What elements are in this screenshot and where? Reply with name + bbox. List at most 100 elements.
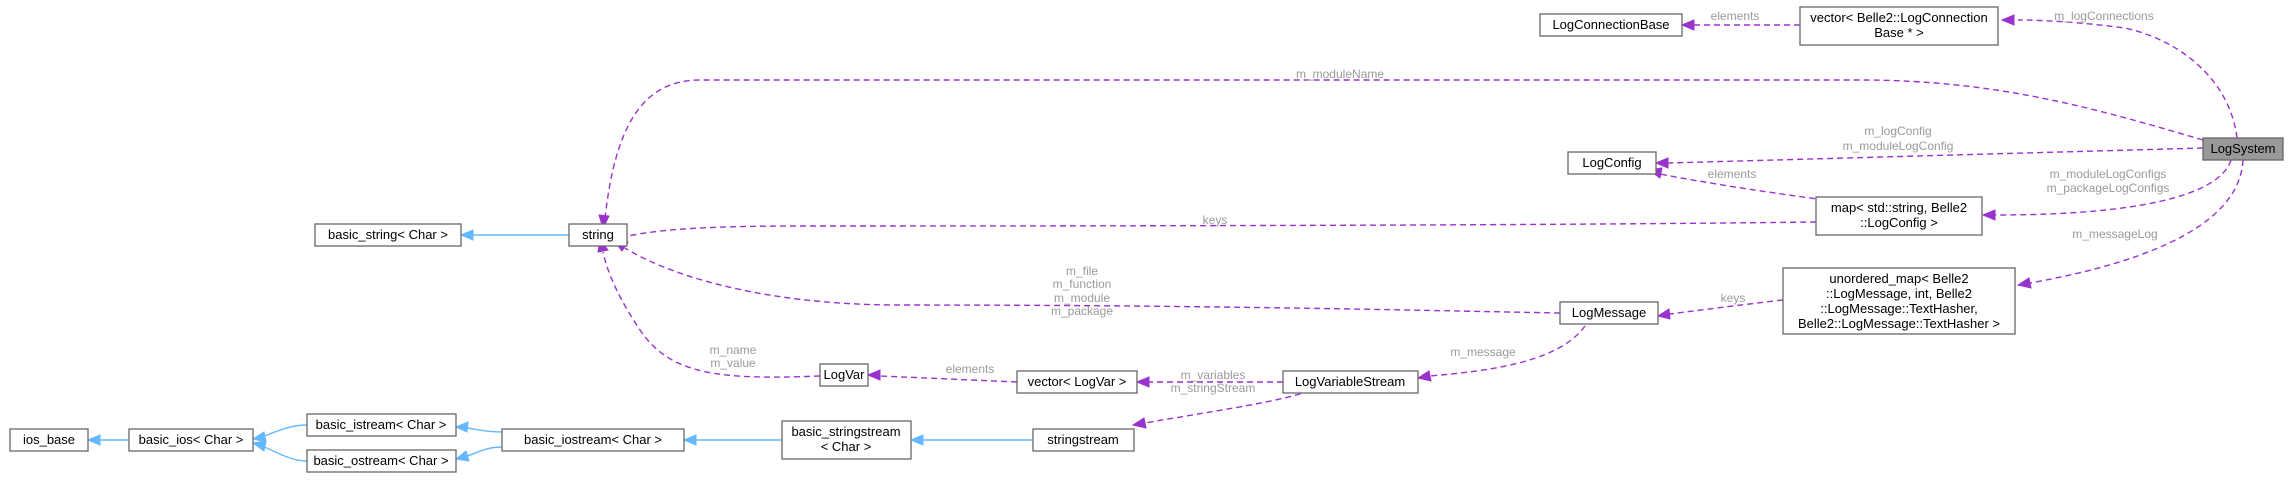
edge-label: m_stringStream [1171,381,1256,395]
edge-map-keys [619,221,1817,239]
node-label: ::LogMessage, int, Belle2 [1826,286,1972,301]
edge-vector-logvar-elements [879,375,1018,383]
node-label: ios_base [23,432,75,447]
node-label: ::LogConfig > [1860,215,1938,230]
arrowhead [1416,370,1432,382]
arrowhead [1131,417,1147,429]
edge-logmessage-string [624,247,1561,314]
node-label: LogVariableStream [1295,374,1405,389]
node-label: basic_istream< Char > [316,417,447,432]
edge-logmessage-message [1429,325,1586,377]
node-label: LogSystem [2210,141,2275,156]
node-label: basic_ios< Char > [139,432,244,447]
edge-basic-ostream-to-basic-ios [261,445,308,462]
edge-logsystem-modulelogconfigs [1994,159,2232,216]
node-label: LogConnectionBase [1552,17,1669,32]
edge-basic-istream-to-basic-ios [261,424,308,438]
edge-logsystem-modulename [604,79,2204,219]
edge-label: m_module [1054,291,1110,305]
arrowhead [1135,376,1150,388]
edge-label: m_value [710,356,756,370]
node-label: basic_string< Char > [328,227,448,242]
edge-map-elements [1659,173,1826,201]
node-stringstream[interactable]: stringstream [1032,428,1135,452]
node-basic-ios[interactable]: basic_ios< Char > [128,428,254,452]
edge-label: keys [1721,291,1746,305]
node-label: basic_ostream< Char > [313,453,448,468]
arrowhead [251,440,267,452]
node-label: vector< Belle2::LogConnection [1810,10,1987,25]
node-basic-string[interactable]: basic_string< Char > [314,223,462,247]
node-label: LogVar [824,367,866,382]
node-label: vector< LogVar > [1028,374,1127,389]
node-label: string [582,227,614,242]
edge-logsystem-messagelog [2029,159,2244,284]
node-basic-stringstream[interactable]: basic_stringstream < Char > [781,420,912,460]
node-vector-logvar[interactable]: vector< LogVar > [1016,370,1138,394]
node-logconnectionbase[interactable]: LogConnectionBase [1539,13,1683,37]
node-logvar[interactable]: LogVar [819,363,869,387]
edge-label: elements [946,362,995,376]
node-label: < Char > [821,439,872,454]
node-string[interactable]: string [568,223,628,247]
node-map-logconfig[interactable]: map< std::string, Belle2 ::LogConfig > [1815,196,1983,236]
arrowhead [1654,157,1669,169]
node-label: LogMessage [1572,305,1646,320]
node-logmessage[interactable]: LogMessage [1559,301,1659,325]
edge-label: elements [1708,167,1757,181]
edge-label: m_message [1450,345,1516,359]
node-label: basic_stringstream [791,424,900,439]
edge-label: m_moduleLogConfigs [2050,167,2167,181]
edge-logsystem-logconnections [2017,19,2238,139]
edge-label: m_logConnections [2054,9,2153,23]
node-label: ::LogMessage::TextHasher, [1820,301,1978,316]
arrowhead [454,450,470,462]
edge-label: m_file [1066,264,1098,278]
edge-label: m_packageLogConfigs [2047,181,2170,195]
edge-label: m_moduleName [1296,67,1384,81]
node-label: Belle2::LogMessage::TextHasher > [1798,316,2000,331]
edge-label: m_name [710,343,757,357]
node-logconfig[interactable]: LogConfig [1567,151,1657,175]
arrowhead [1656,308,1671,320]
edge-label: m_function [1053,277,1112,291]
node-label: unordered_map< Belle2 [1829,271,1968,286]
edge-label: m_variables [1181,368,1246,382]
node-label: Base * > [1874,25,1924,40]
arrowhead [598,214,610,230]
node-label: stringstream [1047,432,1119,447]
edge-label: elements [1711,9,1760,23]
edge-label: keys [1203,213,1228,227]
arrowhead [909,434,924,446]
node-basic-istream[interactable]: basic_istream< Char > [306,413,457,437]
node-logsystem[interactable]: LogSystem [2202,137,2284,161]
edge-label: m_messageLog [2072,227,2157,241]
arrowhead [2000,14,2015,26]
edge-label: m_moduleLogConfig [1843,139,1954,153]
arrowhead [86,434,101,446]
edge-label: m_package [1051,304,1113,318]
arrowhead [682,434,697,446]
node-basic-ostream[interactable]: basic_ostream< Char > [306,449,457,473]
arrowhead [459,229,474,241]
node-basic-iostream[interactable]: basic_iostream< Char > [501,428,685,452]
edge-basic-iostream-to-basic-ostream [466,446,503,457]
node-vector-logconnectionbase[interactable]: vector< Belle2::LogConnection Base * > [1799,6,1999,46]
node-ios-base[interactable]: ios_base [9,428,89,452]
arrowhead [1680,19,1695,31]
edge-logvar-string [602,251,821,378]
arrowhead [866,369,881,381]
node-label: LogConfig [1582,155,1641,170]
node-unordered-map[interactable]: unordered_map< Belle2 ::LogMessage, int,… [1782,267,2016,335]
node-label: map< std::string, Belle2 [1831,200,1967,215]
arrowhead [1981,209,1996,221]
arrowhead [2016,277,2032,289]
arrowhead [454,421,469,433]
arrowhead [251,431,267,443]
edge-basic-iostream-to-basic-istream [466,427,503,433]
edge-label: m_logConfig [1864,124,1931,138]
node-label: basic_iostream< Char > [524,432,662,447]
edge-unordered-keys [1669,299,1784,315]
node-logvariablestream[interactable]: LogVariableStream [1282,370,1419,394]
